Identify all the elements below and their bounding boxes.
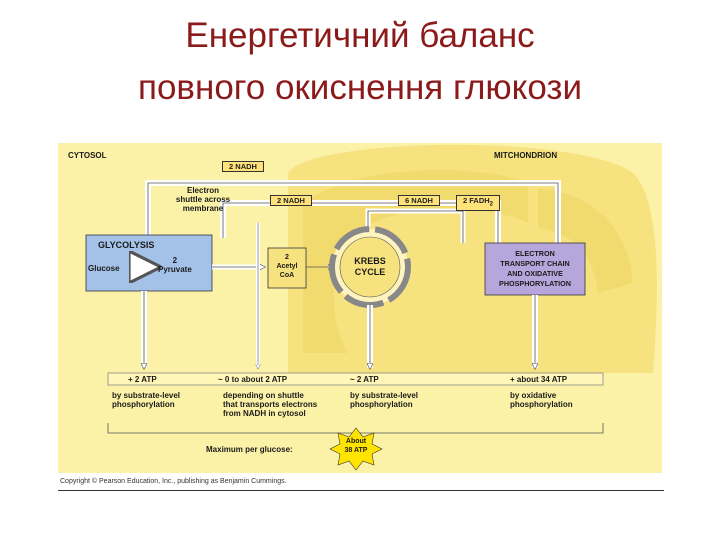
shuttle-label: Electron shuttle across membrane (175, 186, 231, 213)
desc-krebs: by substrate-level phosphorylation (350, 391, 419, 409)
pyruvate-label: 2 Pyruvate (158, 256, 192, 274)
cytosol-label: CYTOSOL (68, 151, 107, 160)
desc-glycolysis: by substrate-level phosphorylation (112, 391, 181, 409)
nadh-krebs-label: 6 NADH (398, 195, 440, 206)
atp-shuttle: ~ 0 to about 2 ATP (218, 375, 288, 384)
mitochondrion-label: MITCHONDRION (494, 151, 558, 160)
bottom-rule (58, 490, 664, 491)
acetyl-coa-label: 2 Acetyl CoA (276, 254, 298, 279)
about-38-atp-starburst (329, 427, 383, 471)
desc-shuttle: depending on shuttle that transports ele… (223, 391, 318, 418)
etc-box (484, 242, 586, 296)
max-per-glucose-label: Maximum per glucose: (206, 445, 293, 454)
atp-krebs: ~ 2 ATP (350, 375, 379, 384)
slide-title-line2: повного окиснення глюкози (138, 68, 582, 107)
glucose-label: Glucose (88, 264, 120, 273)
slide-title-line1: Енергетичний баланс (185, 16, 535, 55)
fadh-label: 2 FADH2 (456, 195, 500, 211)
atp-bar (107, 372, 604, 386)
acetyl-coa-box (267, 247, 307, 289)
atp-glycolysis: + 2 ATP (128, 375, 157, 384)
etc-label: ELECTRON TRANSPORT CHAIN AND OXIDATIVE P… (499, 249, 571, 288)
atp-oxidative: + about 34 ATP (510, 375, 568, 384)
copyright-text: Copyright © Pearson Education, Inc., pub… (60, 478, 287, 485)
glycolysis-label: GLYCOLYSIS (98, 240, 155, 250)
energy-balance-diagram: CYTOSOL MITCHONDRION 2 NADH 2 NADH 6 NAD… (58, 143, 662, 473)
nadh-top-label: 2 NADH (222, 161, 264, 172)
about-38-atp-label: About 38 ATP (344, 438, 368, 454)
mitochondrion-cristae (303, 169, 528, 353)
desc-oxidative: by oxidative phosphorylation (510, 391, 573, 409)
krebs-label: KREBS CYCLE (354, 256, 386, 277)
nadh-mid-label: 2 NADH (270, 195, 312, 206)
